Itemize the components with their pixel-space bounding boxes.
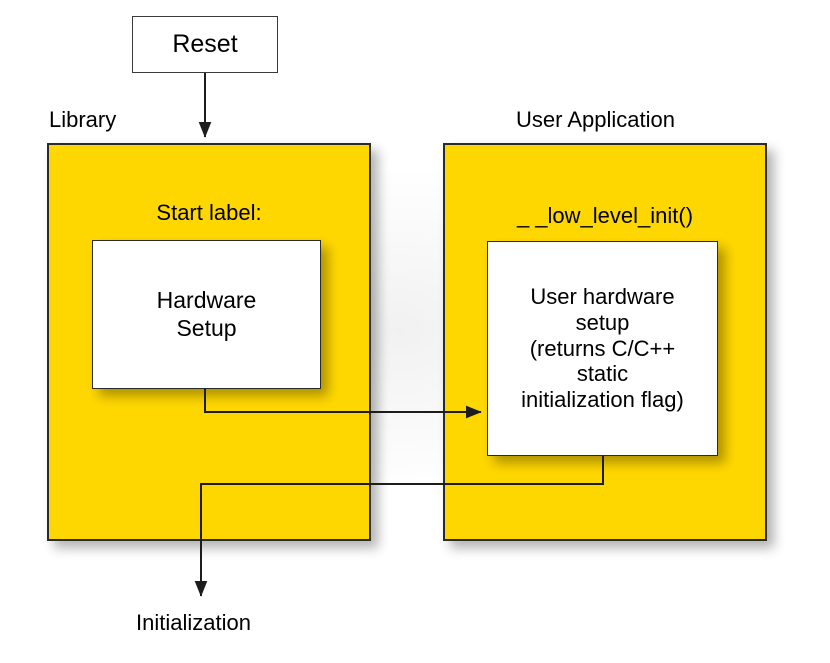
hardware-setup-text: Hardware Setup xyxy=(151,287,263,341)
hardware-setup-line-1: Hardware xyxy=(156,287,257,314)
hardware-setup-box[interactable]: Hardware Setup xyxy=(92,240,321,389)
hardware-setup-line-2: Setup xyxy=(176,314,237,341)
user-hardware-setup-box[interactable]: User hardware setup (returns C/C++ stati… xyxy=(487,241,718,456)
user-hardware-setup-line-5: initialization flag) xyxy=(521,387,684,413)
user-hardware-setup-line-4: static xyxy=(576,361,629,387)
initialization-label: Initialization xyxy=(136,610,251,635)
start-label-text: Start label: xyxy=(156,200,262,225)
user-application-group-caption: User Application xyxy=(516,107,675,132)
user-hardware-setup-line-2: setup xyxy=(575,309,630,335)
low-level-init-label-text: _ _low_level_init() xyxy=(516,203,694,228)
library-group-caption: Library xyxy=(49,107,117,132)
reset-box-label: Reset xyxy=(172,30,238,58)
user-hardware-setup-line-1: User hardware xyxy=(530,283,675,309)
reset-box[interactable]: Reset xyxy=(132,16,278,73)
user-hardware-setup-text: User hardware setup (returns C/C++ stati… xyxy=(515,284,690,414)
user-hardware-setup-line-3: (returns C/C++ xyxy=(529,335,676,361)
